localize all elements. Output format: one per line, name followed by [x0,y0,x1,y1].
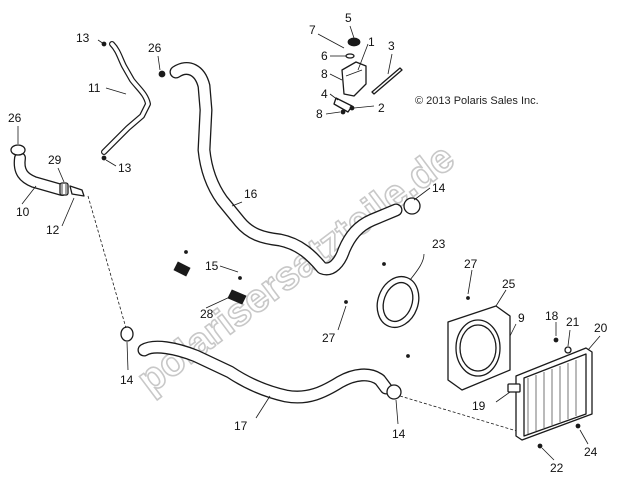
hose-16[interactable] [169,62,403,276]
callout-10: 10 [16,205,30,219]
fitting-12[interactable] [69,185,85,197]
callout-9: 9 [518,311,525,325]
clamp-13-bottom[interactable] [101,155,107,161]
clip-15[interactable] [173,250,191,277]
callout-18: 18 [545,309,559,323]
callout-15: 15 [205,259,219,273]
callout-26-mid: 26 [148,41,162,55]
callout-14-left: 14 [120,373,134,387]
callout-25: 25 [502,277,516,291]
clamp-14-top[interactable] [403,197,421,215]
clamp-14-left[interactable] [120,326,134,342]
callout-20: 20 [594,321,608,335]
callout-7: 7 [309,23,316,37]
fitting-19[interactable] [507,383,521,393]
leader-lines [17,25,601,461]
bolt-27-b[interactable] [344,300,348,304]
callout-22: 22 [550,461,564,475]
callout-24: 24 [584,445,598,459]
callout-14-bottom: 14 [392,427,406,441]
copyright-notice: © 2013 Polaris Sales Inc. [415,95,539,107]
callout-8-lower: 8 [316,107,323,121]
callout-labels: 1 2 3 4 5 6 7 8 8 9 10 11 12 13 13 14 14… [8,11,608,475]
grommet-21[interactable] [564,346,572,354]
bolt-24[interactable] [575,423,581,429]
callout-26-left: 26 [8,111,22,125]
vent-hose-3[interactable] [371,67,403,95]
hose-11[interactable] [101,41,151,155]
callout-19: 19 [472,399,486,413]
coolant-reservoir-1[interactable] [341,61,367,97]
callout-1: 1 [368,35,375,49]
callout-27-left: 27 [322,331,336,345]
bracket-4[interactable] [333,97,353,113]
callout-27-right: 27 [464,257,478,271]
bolt-27-a[interactable] [382,262,386,266]
connection-line-bottom [399,395,521,433]
bolt-8-lower[interactable] [340,109,346,115]
clip-28[interactable] [227,276,247,305]
callout-17: 17 [234,419,248,433]
grommet-22[interactable] [537,443,543,449]
clamp-26-mid[interactable] [158,70,166,78]
callout-13-bottom: 13 [118,161,132,175]
callout-21: 21 [566,315,580,329]
callout-5: 5 [345,11,352,25]
callout-12: 12 [46,223,60,237]
hose-17[interactable] [137,340,393,404]
bolt-18[interactable] [553,337,559,343]
connection-line-left [87,195,127,329]
radiator-20[interactable] [515,347,593,441]
callout-2: 2 [378,101,385,115]
callout-29: 29 [48,153,62,167]
clamp-14-bottom[interactable] [386,384,402,400]
hose-10[interactable] [13,152,68,196]
callout-6: 6 [321,49,328,63]
callout-3: 3 [388,39,395,53]
clamp-29[interactable] [59,182,69,196]
callout-28: 28 [200,307,214,321]
nut-2[interactable] [349,105,355,111]
bolt-27-d[interactable] [406,354,410,358]
callout-23: 23 [432,237,446,251]
callout-11: 11 [88,81,101,95]
callout-14-top: 14 [432,181,446,195]
fan-shroud-9[interactable] [447,305,511,391]
callout-8-upper: 8 [321,67,328,81]
bolt-27-c[interactable] [466,296,470,300]
fan-23[interactable] [370,253,425,333]
callout-4: 4 [321,87,328,101]
cap-26[interactable] [10,144,26,156]
cap-5[interactable] [347,37,361,47]
seal-6[interactable] [345,53,355,59]
callout-13-top: 13 [76,31,90,45]
callout-16: 16 [244,187,258,201]
